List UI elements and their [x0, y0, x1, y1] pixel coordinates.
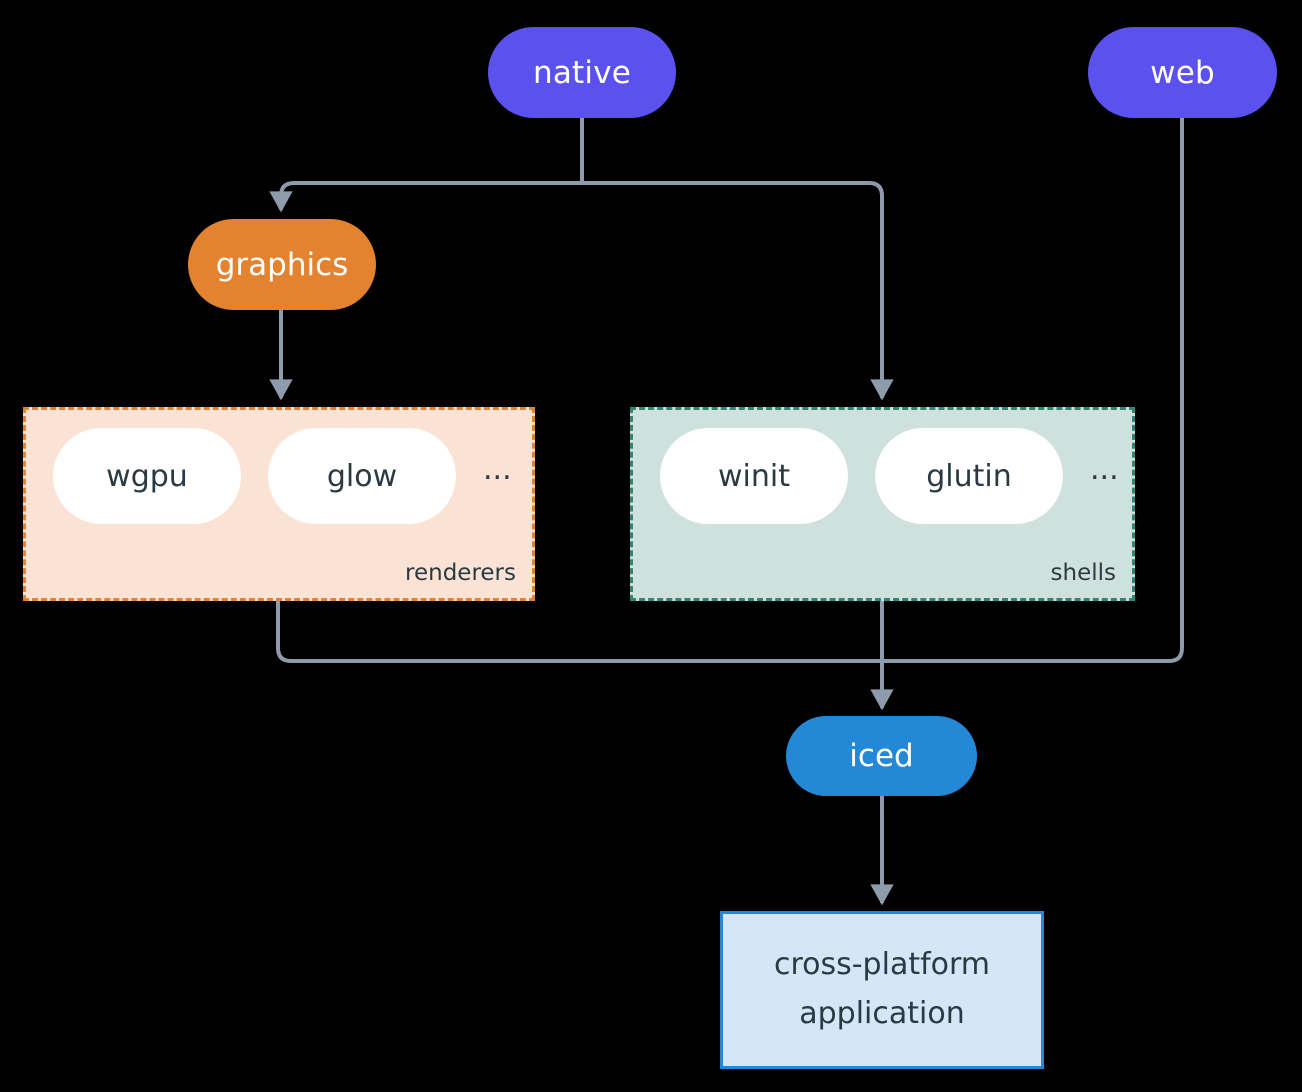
edge-native-to-graphics — [269, 181, 582, 213]
shells-overflow-ellipsis: ... — [1090, 452, 1119, 487]
edge-native-to-shells — [582, 181, 894, 401]
chip-glow[interactable]: glow — [268, 428, 456, 524]
edge-renderers-to-iced — [276, 601, 882, 663]
group-renderers-label: renderers — [405, 560, 516, 586]
chip-glow-label: glow — [326, 458, 398, 494]
node-application-label-line2: application — [799, 996, 965, 1031]
group-shells: winit glutin ... shells — [630, 407, 1135, 601]
node-graphics[interactable]: graphics — [188, 219, 376, 310]
chip-wgpu[interactable]: wgpu — [53, 428, 241, 524]
chip-winit[interactable]: winit — [660, 428, 848, 524]
node-application-label-line1: cross-platform — [773, 947, 991, 983]
node-graphics-label: graphics — [215, 246, 349, 283]
chip-winit-label: winit — [718, 458, 790, 494]
node-web[interactable]: web — [1088, 27, 1277, 118]
chip-glutin-label: glutin — [926, 458, 1012, 494]
node-native-label: native — [532, 54, 632, 91]
node-iced[interactable]: iced — [786, 716, 977, 796]
node-native[interactable]: native — [488, 27, 676, 118]
node-web-label: web — [1150, 54, 1215, 91]
group-renderers: wgpu glow ... renderers — [23, 407, 535, 601]
group-shells-items: winit glutin ... — [633, 428, 1132, 524]
group-shells-label: shells — [1050, 560, 1116, 586]
chip-glutin[interactable]: glutin — [875, 428, 1063, 524]
node-application[interactable]: cross-platform application — [720, 911, 1044, 1069]
renderers-overflow-ellipsis: ... — [483, 452, 512, 487]
chip-wgpu-label: wgpu — [106, 458, 188, 494]
node-iced-label: iced — [849, 738, 914, 774]
group-renderers-items: wgpu glow ... — [26, 428, 532, 524]
